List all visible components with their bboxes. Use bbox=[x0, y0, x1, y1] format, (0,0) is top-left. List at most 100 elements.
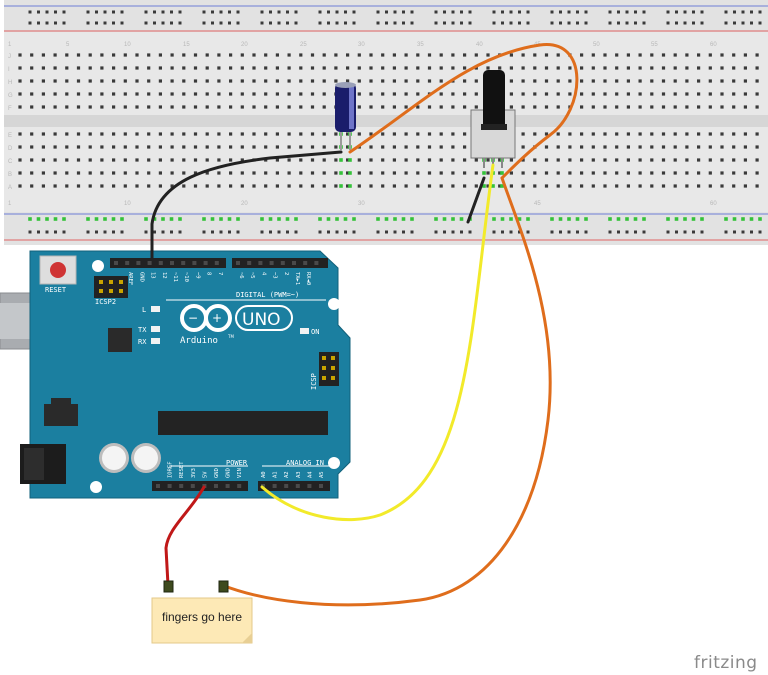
breadboard-hole bbox=[743, 145, 747, 149]
breadboard-hole bbox=[697, 53, 701, 57]
breadboard-hole bbox=[732, 53, 736, 57]
rail-hole bbox=[294, 10, 298, 14]
connected-rail-hole bbox=[584, 217, 588, 221]
rail-hole bbox=[518, 230, 521, 234]
breadboard-hole bbox=[205, 79, 209, 83]
breadboard-hole bbox=[100, 92, 104, 96]
breadboard-hole bbox=[322, 184, 326, 188]
row-letter: E bbox=[8, 133, 12, 139]
rail-hole bbox=[236, 21, 240, 25]
breadboard-hole bbox=[732, 184, 736, 188]
rail-hole bbox=[642, 10, 646, 14]
breadboard-hole bbox=[743, 105, 747, 109]
breadboard-hole bbox=[240, 158, 244, 162]
breadboard-hole bbox=[486, 66, 490, 70]
breadboard-hole bbox=[755, 53, 759, 57]
connected-rail-hole bbox=[45, 217, 49, 221]
connected-rail-hole bbox=[434, 217, 438, 221]
breadboard-hole bbox=[509, 171, 513, 175]
breadboard-hole bbox=[720, 132, 724, 136]
breadboard-hole bbox=[205, 145, 209, 149]
breadboard-hole bbox=[205, 53, 209, 57]
breadboard-hole bbox=[673, 66, 677, 70]
breadboard-hole bbox=[685, 132, 689, 136]
rail-hole bbox=[202, 21, 206, 25]
breadboard-hole bbox=[346, 66, 350, 70]
rail-hole bbox=[410, 21, 414, 25]
breadboard-hole bbox=[275, 66, 279, 70]
breadboard-hole bbox=[41, 92, 45, 96]
digital-pin-label: ~3 bbox=[272, 272, 278, 279]
breadboard-hole bbox=[463, 184, 467, 188]
reset-button-cap[interactable] bbox=[50, 262, 66, 278]
breadboard-hole bbox=[416, 92, 420, 96]
breadboard-hole bbox=[158, 92, 162, 96]
rail-hole bbox=[286, 230, 289, 234]
breadboard-hole bbox=[661, 171, 666, 175]
breadboard-hole bbox=[626, 53, 630, 57]
breadboard-hole bbox=[217, 105, 221, 109]
header-pin bbox=[192, 261, 197, 265]
col-num: 5 bbox=[66, 42, 70, 48]
rail-hole bbox=[733, 10, 736, 14]
breadboard-hole bbox=[427, 132, 432, 136]
breadboard-hole bbox=[743, 53, 747, 57]
rail-hole bbox=[625, 10, 629, 14]
breadboard-hole bbox=[638, 184, 642, 188]
connected-rail-hole bbox=[616, 217, 621, 221]
rail-hole bbox=[683, 230, 687, 234]
connected-rail-hole bbox=[202, 217, 206, 221]
breadboard-hole bbox=[334, 158, 338, 162]
breadboard-hole bbox=[287, 132, 291, 136]
connected-rail-hole bbox=[724, 217, 728, 221]
breadboard-hole bbox=[544, 132, 549, 136]
breadboard-hole bbox=[463, 105, 467, 109]
breadboard-hole bbox=[88, 171, 92, 175]
connected-rail-hole bbox=[633, 217, 638, 221]
rail-hole bbox=[410, 230, 414, 234]
breadboard-hole bbox=[521, 171, 525, 175]
breadboard-hole bbox=[392, 66, 396, 70]
connected-rail-hole bbox=[500, 217, 505, 221]
breadboard-hole bbox=[65, 158, 69, 162]
breadboard-hole bbox=[252, 184, 256, 188]
breadboard-hole bbox=[53, 158, 57, 162]
breadboard-hole bbox=[205, 92, 209, 96]
breadboard-hole bbox=[743, 92, 747, 96]
rail-hole bbox=[625, 230, 629, 234]
trademark: TM bbox=[227, 334, 234, 339]
rail-hole bbox=[451, 10, 455, 14]
breadboard-hole bbox=[147, 66, 151, 70]
rail-hole bbox=[269, 21, 272, 25]
breadboard-hole bbox=[76, 92, 81, 96]
breadboard-hole bbox=[720, 184, 724, 188]
breadboard-hole bbox=[720, 145, 724, 149]
breadboard-hole bbox=[346, 145, 350, 149]
breadboard-hole bbox=[743, 171, 747, 175]
breadboard-hole bbox=[287, 53, 291, 57]
breadboard-hole bbox=[381, 53, 385, 57]
breadboard-hole bbox=[392, 184, 396, 188]
rail-hole bbox=[178, 10, 182, 14]
col-num: 1 bbox=[8, 201, 12, 207]
rail-hole bbox=[518, 10, 521, 14]
rail-hole bbox=[434, 10, 438, 14]
breadboard-hole bbox=[498, 66, 502, 70]
breadboard-hole bbox=[193, 145, 198, 149]
breadboard-hole bbox=[30, 105, 34, 109]
breadboard-hole bbox=[182, 53, 186, 57]
breadboard-hole bbox=[580, 92, 584, 96]
breadboard-hole bbox=[88, 92, 92, 96]
breadboard-hole bbox=[299, 92, 303, 96]
analog-pin-label: A5 bbox=[319, 471, 325, 478]
rail-hole bbox=[112, 230, 115, 234]
breadboard-hole bbox=[135, 184, 139, 188]
rail-hole bbox=[45, 10, 49, 14]
rail-hole bbox=[211, 21, 214, 25]
breadboard-hole bbox=[357, 158, 361, 162]
rail-hole bbox=[202, 230, 206, 234]
breadboard-hole bbox=[650, 53, 654, 57]
breadboard-hole bbox=[18, 105, 22, 109]
potentiometer bbox=[470, 70, 516, 168]
connected-rail-hole bbox=[575, 217, 580, 221]
